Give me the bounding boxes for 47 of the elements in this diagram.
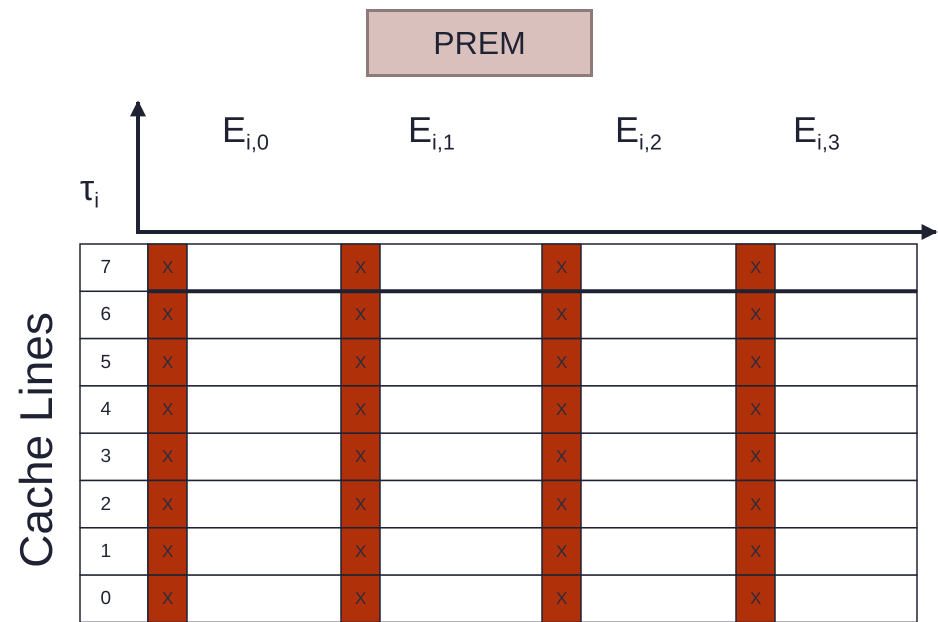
row-number: 2 xyxy=(100,494,112,514)
access-mark: X xyxy=(355,496,366,513)
phase-label: E$_{i,1}$ xyxy=(408,112,455,154)
access-mark: X xyxy=(750,259,762,276)
access-mark: X xyxy=(162,590,174,608)
phase-label: E$_{i,0}$ xyxy=(222,112,269,154)
access-mark: X xyxy=(355,401,366,418)
access-mark: X xyxy=(750,401,762,418)
access-mark: X xyxy=(556,354,568,371)
access-mark: X xyxy=(355,448,366,466)
access-mark: X xyxy=(355,306,366,324)
access-mark: X xyxy=(750,590,762,608)
access-mark: X xyxy=(750,306,762,324)
access-mark: X xyxy=(355,259,366,276)
access-mark: X xyxy=(556,448,568,466)
access-mark: X xyxy=(750,542,762,560)
row-number: 7 xyxy=(100,258,112,278)
access-mark: X xyxy=(556,590,568,608)
row-number: 6 xyxy=(100,305,112,324)
access-mark: X xyxy=(355,354,366,371)
row-number: 4 xyxy=(100,400,112,420)
access-mark: X xyxy=(556,401,568,418)
row-number: 1 xyxy=(100,542,112,561)
title-box: PREM xyxy=(366,9,593,77)
access-mark: X xyxy=(162,354,174,371)
access-mark: X xyxy=(162,542,174,560)
phase-label: E$_{i,3}$ xyxy=(793,112,840,154)
row-number: 3 xyxy=(100,447,112,466)
access-mark: X xyxy=(750,496,762,513)
access-mark: X xyxy=(162,401,174,418)
row-number: 5 xyxy=(100,352,112,372)
phase-label: E$_{i,2}$ xyxy=(615,112,662,154)
access-mark: X xyxy=(162,448,174,466)
access-mark: X xyxy=(750,354,762,371)
access-mark: X xyxy=(162,496,174,513)
access-mark: X xyxy=(750,448,762,466)
access-mark: X xyxy=(355,542,366,560)
access-mark: X xyxy=(556,542,568,560)
access-mark: X xyxy=(162,259,174,276)
access-mark: X xyxy=(556,259,568,276)
row-number: 0 xyxy=(100,589,112,608)
axis-title: Cache Lines xyxy=(12,312,59,568)
access-mark: X xyxy=(556,306,568,324)
access-mark: X xyxy=(355,590,366,608)
access-mark: X xyxy=(162,306,174,324)
task-label: τ$_{i}$ xyxy=(80,170,100,212)
access-mark: X xyxy=(556,496,568,513)
